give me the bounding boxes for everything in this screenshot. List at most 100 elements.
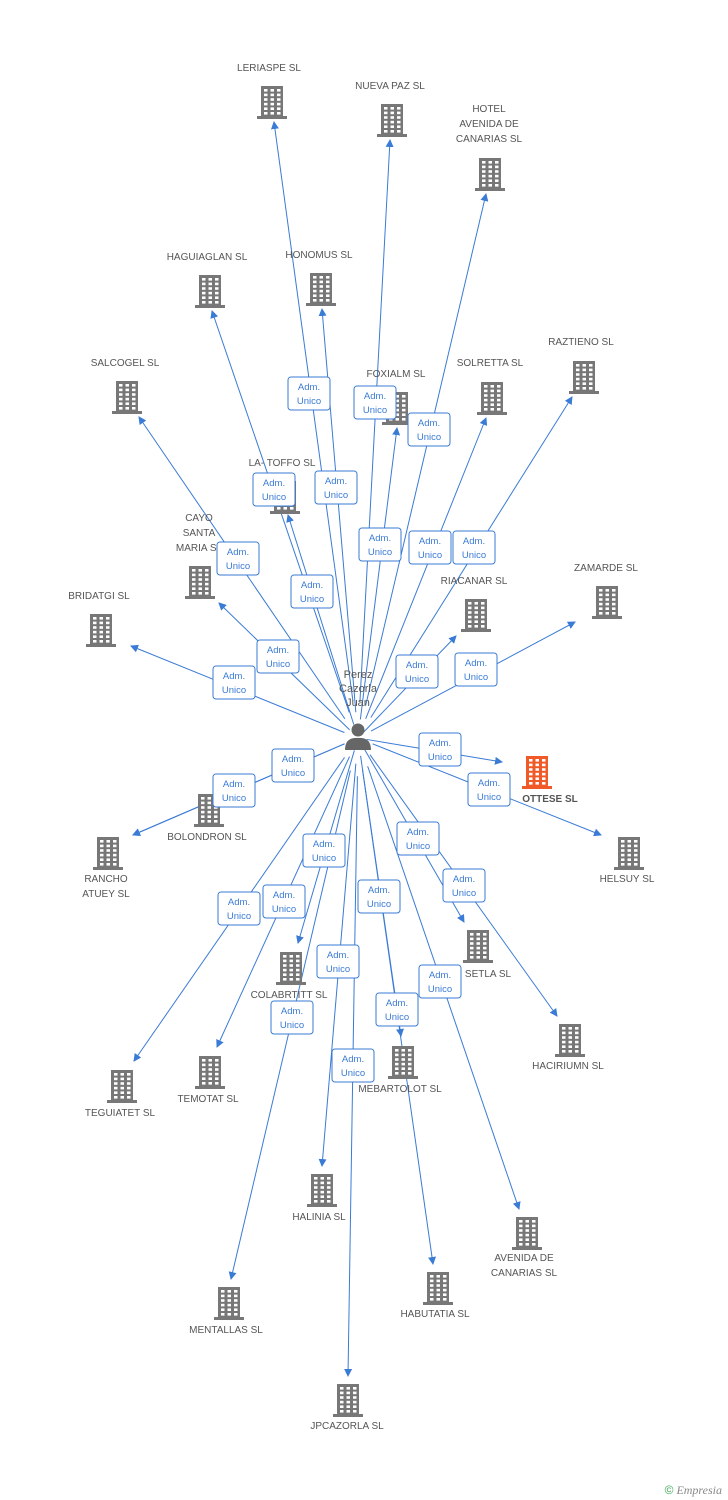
company-label-la-toffo: LA- TOFFO SL bbox=[249, 458, 316, 469]
edge-label-text: Unico bbox=[326, 964, 350, 975]
edge-label-haguiaglan: Adm.Unico bbox=[252, 472, 296, 507]
edge-label-habutatia: Adm. Unico bbox=[375, 992, 419, 1027]
edge-label-leriaspe: Adm.Unico bbox=[287, 376, 331, 411]
footer-brand: © Empresia bbox=[665, 1483, 722, 1498]
edge-label-text: Adm. bbox=[327, 950, 349, 961]
edge-la-toffo bbox=[286, 514, 355, 725]
company-node-riacanar[interactable]: RIACANAR SL bbox=[441, 576, 508, 632]
company-node-nueva-paz[interactable]: NUEVA PAZ SL bbox=[355, 81, 425, 137]
company-node-habutatia[interactable]: HABUTATIA SL bbox=[400, 1272, 470, 1320]
company-label-mentallas: MENTALLAS SL bbox=[189, 1325, 263, 1336]
edge-label-text: Adm. bbox=[368, 885, 390, 896]
edge-labels-layer: Adm.UnicoAdm.UnicoAdm.UnicoAdm.UnicoAdm.… bbox=[212, 376, 511, 1083]
edge-nueva-paz bbox=[359, 139, 394, 703]
company-label-temotat: TEMOTAT SL bbox=[177, 1094, 239, 1105]
edge-label-raztieno: Adm.Unico bbox=[452, 530, 496, 565]
company-node-zamarde[interactable]: ZAMARDE SL bbox=[574, 563, 638, 619]
edge-label-solretta: Adm.Unico bbox=[408, 530, 452, 565]
building-icon bbox=[423, 1272, 453, 1305]
edge-label-salcogel: Adm.Unico bbox=[216, 541, 260, 576]
building-icon bbox=[333, 1384, 363, 1417]
company-node-solretta[interactable]: SOLRETTA SL bbox=[457, 358, 524, 415]
edge-label-text: Unico bbox=[363, 405, 387, 416]
edge-label-text: Adm. bbox=[429, 970, 451, 981]
edge-label-text: Unico bbox=[281, 768, 305, 779]
edge-label-text: Unico bbox=[226, 561, 250, 572]
company-node-mentallas[interactable]: MENTALLAS SL bbox=[189, 1287, 263, 1336]
edge-label-text: Adm. bbox=[386, 998, 408, 1009]
company-label-ottese: OTTESE SL bbox=[522, 794, 578, 805]
edge-label-text: Unico bbox=[405, 674, 429, 685]
edge-solretta bbox=[365, 417, 488, 719]
company-label-leriaspe: LERIASPE SL bbox=[237, 63, 301, 74]
edge-hotel-avenida bbox=[365, 193, 489, 706]
company-node-leriaspe[interactable]: LERIASPE SL bbox=[237, 63, 301, 119]
building-icon bbox=[477, 382, 507, 415]
edge-label-riacanar: Adm.Unico bbox=[395, 654, 439, 689]
company-label-rancho-atuey: RANCHO bbox=[84, 874, 128, 885]
company-label-haguiaglan: HAGUIAGLAN SL bbox=[167, 252, 248, 263]
company-node-jpcazorla[interactable]: JPCAZORLA SL bbox=[310, 1384, 384, 1432]
building-icon bbox=[306, 273, 336, 306]
edge-label-nueva-paz: Adm.Unico bbox=[358, 527, 402, 562]
building-icon bbox=[107, 1070, 137, 1103]
company-node-teguiatet[interactable]: TEGUIATET SL bbox=[85, 1070, 156, 1119]
company-node-honomus[interactable]: HONOMUS SL bbox=[285, 250, 353, 306]
edge-leriaspe bbox=[270, 121, 354, 702]
company-label-honomus: HONOMUS SL bbox=[285, 250, 353, 261]
edge-label-text: Unico bbox=[300, 594, 324, 605]
edge-label-text: Adm. bbox=[342, 1054, 364, 1065]
edge-label-text: Unico bbox=[312, 853, 336, 864]
company-node-mebartolot[interactable]: MEBARTOLOT SL bbox=[358, 1046, 442, 1095]
company-label-cayo-santa: CAYO bbox=[185, 513, 213, 524]
company-node-halinia[interactable]: HALINIA SL bbox=[292, 1174, 346, 1223]
edge-label-text: Adm. bbox=[313, 839, 335, 850]
company-node-salcogel[interactable]: SALCOGEL SL bbox=[91, 358, 160, 414]
edge-label-mebartolot: Adm.Unico bbox=[396, 821, 440, 856]
company-node-bridatgi[interactable]: BRIDATGI SL bbox=[68, 591, 130, 647]
company-node-ottese[interactable]: OTTESE SL bbox=[522, 756, 578, 805]
edge-label-text: Unico bbox=[341, 1068, 365, 1079]
company-label-teguiatet: TEGUIATET SL bbox=[85, 1108, 156, 1119]
company-label-helsuy: HELSUY SL bbox=[600, 874, 655, 885]
edge-label-colabrtitt: Adm.Unico bbox=[262, 884, 306, 919]
company-node-setla[interactable]: SETLA SL bbox=[463, 930, 512, 980]
edge-label-text: Unico bbox=[428, 984, 452, 995]
edge-label-text: Adm. bbox=[301, 580, 323, 591]
company-node-colabrtitt[interactable]: COLABRTITT SL bbox=[251, 952, 328, 1001]
company-node-raztieno[interactable]: RAZTIENO SL bbox=[548, 337, 614, 394]
company-label-raztieno: RAZTIENO SL bbox=[548, 337, 614, 348]
edge-label-hotel-avenida: Adm.Unico bbox=[407, 412, 451, 447]
edge-label-avenida-canarias: Adm.Unico bbox=[357, 879, 401, 914]
building-icon bbox=[112, 381, 142, 414]
edge-label-text: Adm. bbox=[463, 536, 485, 547]
company-node-temotat[interactable]: TEMOTAT SL bbox=[177, 1056, 239, 1105]
edge-label-halinia: Adm. Unico bbox=[316, 944, 360, 979]
edge-label-foxialm: Adm.Unico bbox=[353, 385, 397, 420]
edge-label-text: Adm. bbox=[478, 778, 500, 789]
edge-label-text: Unico bbox=[452, 888, 476, 899]
company-node-helsuy[interactable]: HELSUY SL bbox=[600, 837, 655, 885]
building-icon bbox=[463, 930, 493, 963]
company-label-avenida-canarias: AVENIDA DE bbox=[494, 1253, 554, 1264]
edge-label-text: Adm. bbox=[267, 645, 289, 656]
copyright-symbol: © bbox=[664, 1483, 674, 1497]
edge-label-text: Adm. bbox=[282, 754, 304, 765]
building-icon bbox=[614, 837, 644, 870]
building-icon bbox=[388, 1046, 418, 1079]
company-node-haguiaglan[interactable]: HAGUIAGLAN SL bbox=[167, 252, 248, 308]
edge-label-text: Unico bbox=[385, 1012, 409, 1023]
company-label-bolondron: BOLONDRON SL bbox=[167, 832, 247, 843]
edge-label-mentallas: Adm.Unico bbox=[270, 1000, 314, 1035]
edge-label-temotat: Adm.Unico bbox=[217, 891, 261, 926]
edge-label-helsuy: Adm.Unico bbox=[467, 772, 511, 807]
company-label-bridatgi: BRIDATGI SL bbox=[68, 591, 130, 602]
company-node-haciriumn[interactable]: HACIRIUMN SL bbox=[532, 1024, 604, 1072]
edge-label-text: Adm. bbox=[418, 418, 440, 429]
